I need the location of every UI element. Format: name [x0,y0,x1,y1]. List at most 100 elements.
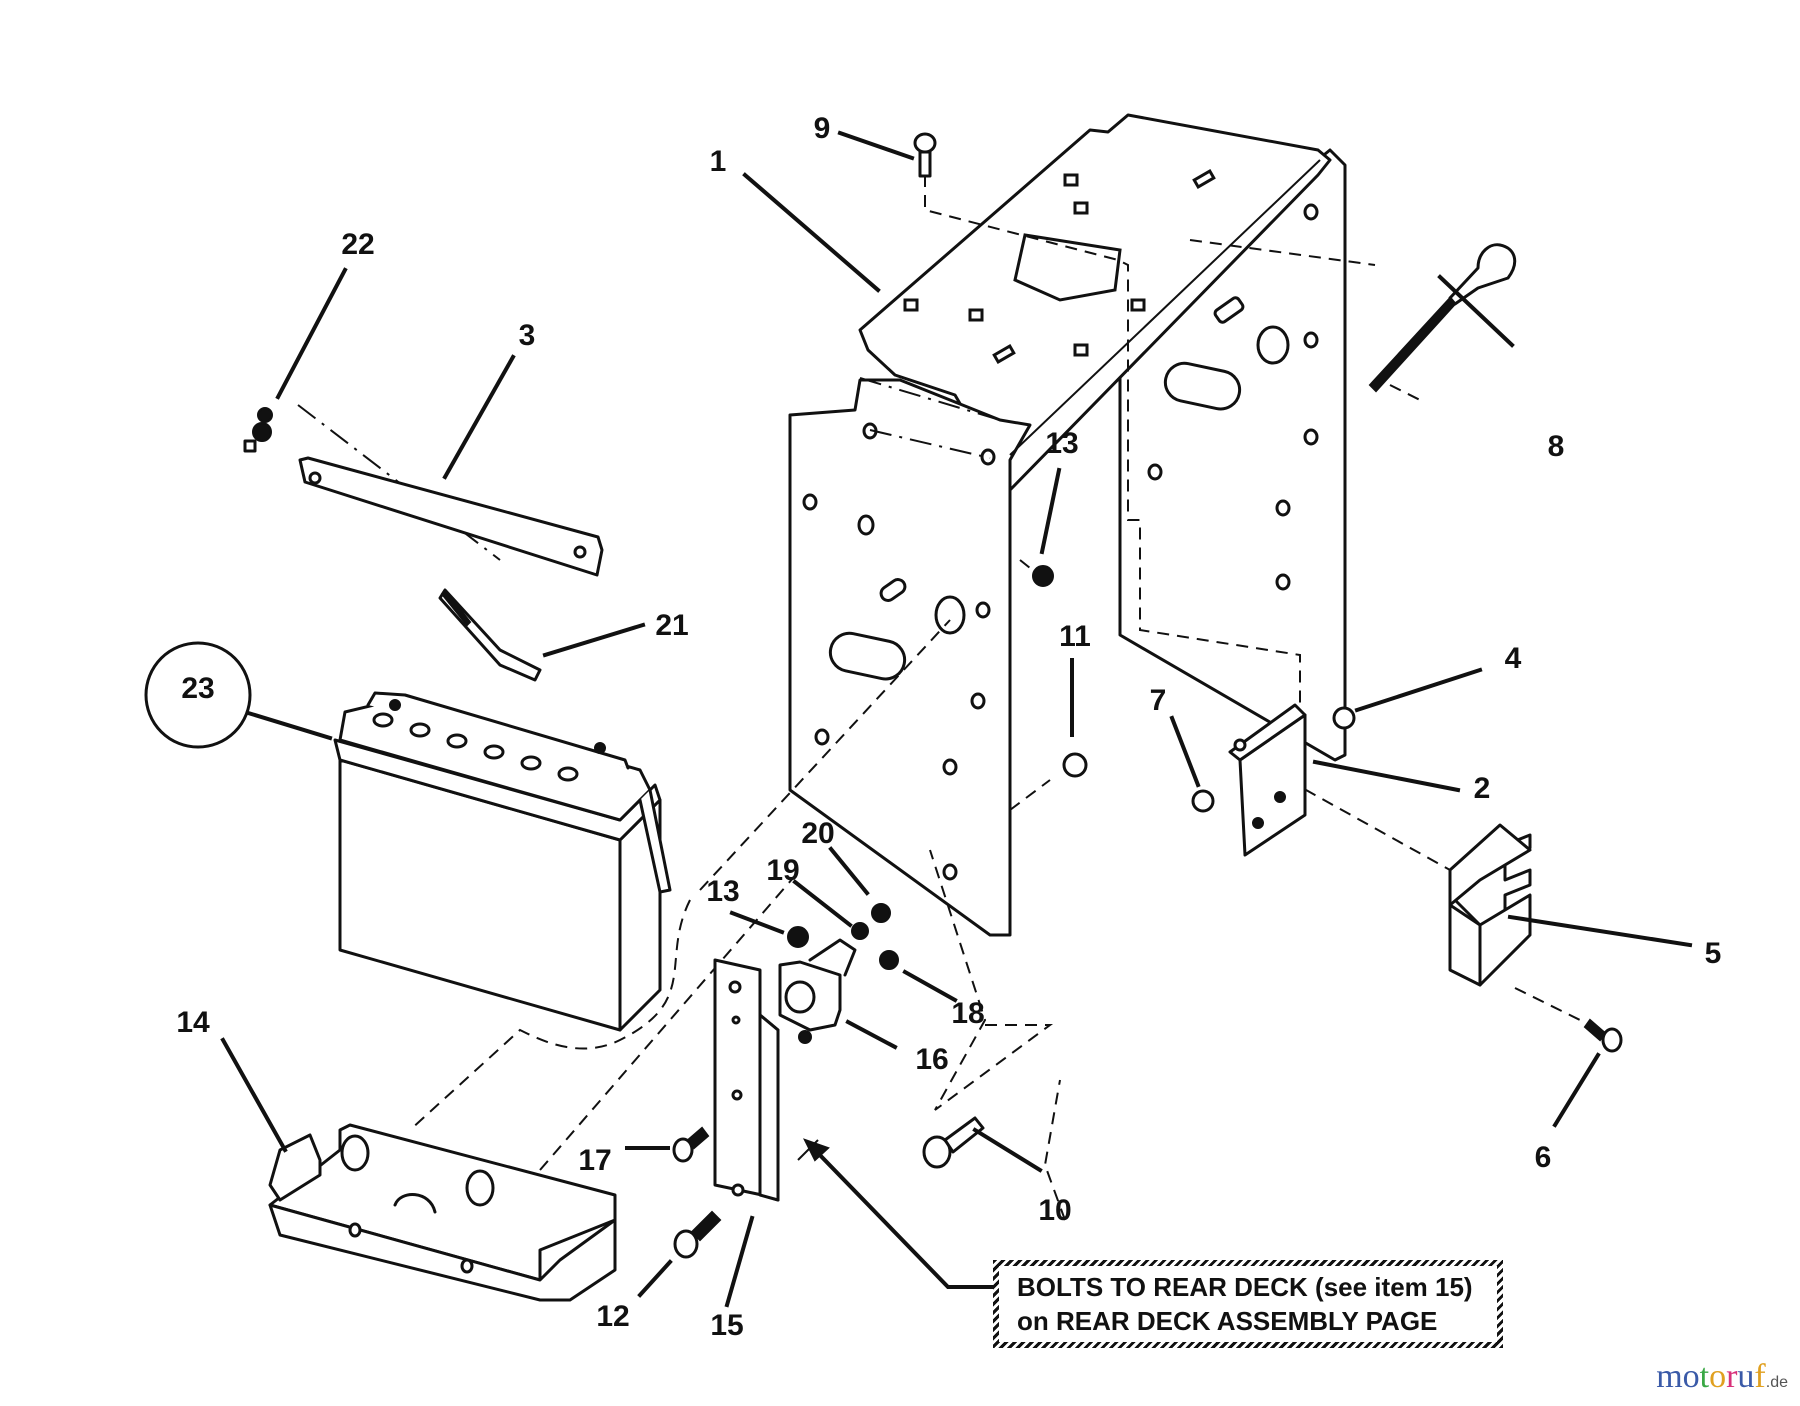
callout-13-upper[interactable]: 13 [1045,427,1078,460]
frame-hole [802,493,818,511]
leader-23 [242,709,333,741]
watermark-letter: o [1709,1358,1727,1395]
callout-19[interactable]: 19 [766,854,799,887]
part-4-nut[interactable] [1332,706,1356,730]
callout-4[interactable]: 4 [1505,642,1522,675]
leader-13-lower [729,910,785,935]
callout-12[interactable]: 12 [596,1300,629,1333]
callout-8[interactable]: 8 [1548,430,1565,463]
strip-hole [731,1089,743,1101]
callout-9[interactable]: 9 [814,112,831,145]
part-1-frame-bracket[interactable] [788,113,1347,937]
tray-hole [340,1134,370,1172]
part-11-nut[interactable] [1062,752,1088,778]
leader-8 [1437,274,1515,348]
part-14-battery-tray[interactable] [268,1123,617,1302]
note-line-1: BOLTS TO REAR DECK (see item 15) [1017,1272,1473,1302]
bolt-head [922,1135,952,1169]
part-20-nut[interactable] [871,903,891,923]
part-22-wing-nut[interactable] [243,407,273,453]
part-12-bolt[interactable] [673,1210,722,1259]
battery-top [366,691,630,770]
callout-7[interactable]: 7 [1150,684,1167,717]
part-23-battery[interactable] [333,691,672,1032]
battery-terminal [594,742,606,754]
frame-hole [1275,573,1291,591]
dipstick-handle [1448,243,1517,306]
strap-hole [573,545,587,559]
leader-20 [828,846,870,896]
battery-vent-tube [638,788,672,894]
tray-left-flange [268,1133,322,1202]
callout-21[interactable]: 21 [655,609,688,642]
watermark-letter: r [1726,1358,1738,1395]
part-3-hold-down-strap[interactable] [298,456,604,577]
part-19-washer[interactable] [851,922,869,940]
screw-thread [686,1126,710,1150]
callout-13-lower[interactable]: 13 [706,875,739,908]
solenoid-terminal [808,938,857,977]
callout-18[interactable]: 18 [951,997,984,1030]
frame-top-plate [858,113,1332,492]
nut-path [1009,559,1051,811]
callout-22[interactable]: 22 [341,228,374,261]
leader-10 [972,1127,1043,1173]
note-arrowhead [803,1138,830,1162]
frame-oval-slot [1163,361,1242,411]
leader-14 [220,1037,288,1153]
callout-16[interactable]: 16 [915,1043,948,1076]
frame-slot [1073,201,1089,215]
part-18-nut[interactable] [879,950,899,970]
callout-3[interactable]: 3 [519,319,536,352]
bracket-hole [1274,791,1286,803]
dipstick-shaft [1368,296,1458,393]
leader-lines [220,130,1693,1308]
part-7-nut[interactable] [1191,789,1215,813]
callout-23[interactable]: 23 [181,672,214,705]
callout-6[interactable]: 6 [1535,1141,1552,1174]
frame-round-hole [1256,325,1290,365]
part-15-mounting-strip[interactable] [713,958,780,1202]
callout-15[interactable]: 15 [710,1309,743,1342]
callout-14[interactable]: 14 [176,1006,210,1039]
leader-4 [1354,667,1483,713]
part-21-hold-down-rod[interactable] [438,588,542,682]
part-13-nut-lower[interactable] [787,926,809,948]
callout-5[interactable]: 5 [1705,937,1722,970]
strip-hole [728,980,742,994]
part-17-screw[interactable] [672,1126,710,1163]
solenoid-mount [798,1030,812,1044]
part-6-screw[interactable] [1583,1018,1623,1053]
part-13-nut-upper[interactable] [1032,565,1054,587]
part-2-regulator-bracket[interactable] [1228,703,1307,857]
frame-hole [1303,428,1319,446]
frame-slot [992,343,1016,365]
note-line-2: on REAR DECK ASSEMBLY PAGE [1017,1306,1438,1336]
part-10-bolt[interactable] [922,1116,985,1169]
callout-1[interactable]: 1 [710,145,727,178]
frame-slot [879,578,907,602]
rear-deck-note: BOLTS TO REAR DECK (see item 15) on REAR… [993,1260,1503,1348]
frame-hole [814,728,830,746]
callout-17[interactable]: 17 [578,1144,611,1177]
frame-slot [1063,173,1079,187]
bolt-10-path [929,849,1054,1111]
battery-cap [446,733,468,749]
part-8-dipstick[interactable] [1368,243,1517,393]
callout-20[interactable]: 20 [801,817,834,850]
frame-round-hole [934,595,966,635]
solenoid-post [784,980,816,1014]
bolt-shank [943,1116,985,1154]
battery-terminal [389,699,401,711]
part-5-regulator[interactable] [1448,823,1532,987]
callout-10[interactable]: 10 [1038,1194,1071,1227]
battery-cap [520,755,542,771]
screw-thread [1583,1018,1607,1042]
part-16-solenoid[interactable] [778,938,857,1044]
callout-2[interactable]: 2 [1474,772,1491,805]
callout-11[interactable]: 11 [1059,620,1091,653]
frame-hole [975,601,991,619]
part-9-bolt[interactable] [913,132,937,178]
leader-22 [275,267,348,400]
leader-5 [1507,914,1693,948]
